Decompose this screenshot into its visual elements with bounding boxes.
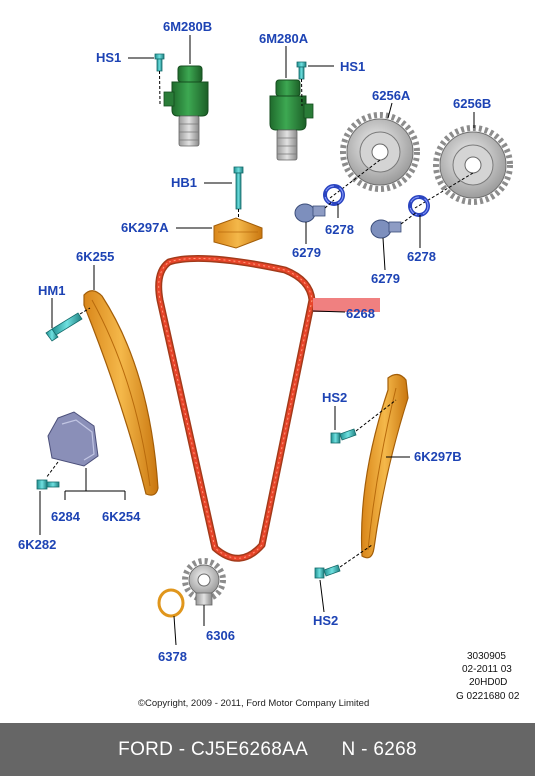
label-6278-left: 6278 xyxy=(325,222,354,237)
label-6k255: 6K255 xyxy=(76,249,115,264)
leader-lines xyxy=(51,35,475,613)
label-6268: 6268 xyxy=(346,306,375,321)
footer-spacer xyxy=(308,739,341,761)
bolt-hb1 xyxy=(233,166,244,222)
label-hs1-right: HS1 xyxy=(340,59,366,74)
label-6256b: 6256B xyxy=(453,96,492,111)
footer-part-number: FORD - CJ5E6268AA xyxy=(118,738,309,760)
label-6278-right: 6278 xyxy=(407,249,436,264)
label-6306: 6306 xyxy=(206,628,235,643)
chain-label-highlight xyxy=(313,298,380,312)
label-6256a: 6256A xyxy=(372,88,411,103)
timing-chain-diagram xyxy=(36,35,513,646)
label-hm1: HM1 xyxy=(38,283,66,298)
label-6378: 6378 xyxy=(158,649,187,664)
guide-6k297a xyxy=(213,217,263,249)
meta-line-2: 02-2011 03 xyxy=(462,664,512,675)
tensioner-6284 xyxy=(45,411,99,479)
meta-line-1: 3030905 xyxy=(467,651,506,662)
label-6279-left: 6279 xyxy=(292,245,321,260)
footer-reference: N - 6268 xyxy=(341,738,417,760)
label-6m280a: 6M280A xyxy=(259,31,309,46)
label-hs2-top: HS2 xyxy=(322,390,348,405)
footer-bar: FORD - CJ5E6268AA N - 6268 xyxy=(0,723,535,776)
bolt-6279-right xyxy=(370,211,418,239)
bracket-6284-6k254 xyxy=(39,468,126,535)
crankshaft-sprocket-6306 xyxy=(182,558,226,626)
label-hs2-bottom: HS2 xyxy=(313,613,339,628)
washer-6278-right xyxy=(408,195,430,217)
chain-leader-line xyxy=(312,310,346,313)
bolt-hs2-top xyxy=(330,399,397,444)
solenoid-6m280a xyxy=(269,79,314,161)
timing-chain-6268 xyxy=(155,254,316,562)
label-6k282: 6K282 xyxy=(18,537,57,552)
bolt-hs2-bottom xyxy=(314,544,373,579)
label-6k254: 6K254 xyxy=(102,509,141,524)
label-6284: 6284 xyxy=(51,509,80,524)
washer-6278-left xyxy=(323,184,345,206)
bolt-hs1-left xyxy=(154,53,165,105)
label-6k297a: 6K297A xyxy=(121,220,169,235)
label-hb1: HB1 xyxy=(171,175,198,190)
meta-line-4: G 0221680 02 xyxy=(456,691,520,702)
label-6m280b: 6M280B xyxy=(163,19,213,34)
bolt-hs1-right xyxy=(296,61,307,107)
label-6k297b: 6K297B xyxy=(414,449,462,464)
label-6279-right: 6279 xyxy=(371,271,400,286)
label-hs1-left: HS1 xyxy=(96,50,122,65)
bolt-6k282 xyxy=(36,479,60,490)
camshaft-sprocket-6256a xyxy=(329,112,420,199)
bolt-6279-left xyxy=(294,199,335,223)
guide-6k255 xyxy=(83,290,159,496)
camshaft-sprocket-6256b xyxy=(414,125,513,209)
copyright-text: ©Copyright, 2009 - 2011, Ford Motor Comp… xyxy=(138,698,370,709)
solenoid-6m280b xyxy=(163,65,209,147)
seal-6378 xyxy=(157,588,185,646)
bolt-hm1 xyxy=(45,307,91,342)
meta-line-3: 20HD0D xyxy=(469,677,508,688)
guide-6k297b xyxy=(360,373,409,559)
